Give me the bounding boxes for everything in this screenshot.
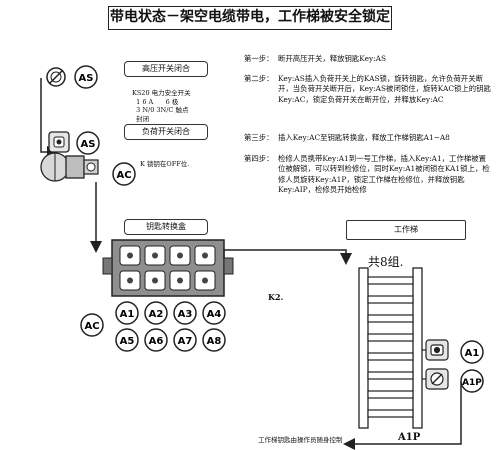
step-2: 第二步： Key:AS插入负荷开关上的KAS锁，旋转钥匙，允许负荷开关断开，当负荷…	[244, 74, 496, 105]
ladder-key-a1-label: A1	[465, 348, 480, 359]
page-title: 带电状态－架空电缆带电，工作梯被安全锁定	[108, 6, 392, 30]
key-a3: A3	[178, 309, 193, 320]
as-lock-icon	[46, 67, 66, 87]
key-lock-icon	[48, 131, 70, 153]
key-ac-label: AC	[116, 170, 131, 181]
step-4-text: 检修人员携带Key:A1到一号工作梯，插入Key:A1，工作梯被置位被解锁，可以…	[278, 154, 490, 195]
k-lock-note: K 锁钥在OFF位.	[140, 160, 190, 168]
step-2-label: 第二步：	[244, 74, 274, 83]
key-as-circle-2	[76, 131, 100, 155]
step-4: 第四步： 检修人员携带Key:A1到一号工作梯，插入Key:A1，工作梯被置位被解…	[244, 154, 496, 196]
ladder-count: 共8组.	[368, 255, 404, 269]
key-a4: A4	[207, 309, 222, 320]
k2-label: K2.	[268, 292, 284, 302]
step-1-label: 第一步：	[244, 54, 274, 63]
key-as-label: AS	[79, 73, 94, 84]
key-exchange-box	[102, 239, 234, 297]
step-1-text: 断开高压开关，释放钥匙Key:AS	[278, 54, 387, 63]
key-a5: A5	[120, 336, 135, 347]
key-exchange-box-label: 钥匙转换盒	[124, 219, 208, 235]
key-as-label-2: AS	[81, 139, 96, 150]
arrow-box-to-ladder	[223, 249, 352, 265]
step-3-label: 第三步：	[244, 133, 274, 142]
step-3-text: 插入Key:AC至钥匙转换盒，释放工作梯钥匙A1~A8	[278, 133, 450, 142]
work-ladder-box: 工作梯	[346, 220, 466, 240]
switch-spec-text: KS20 电力安全开关 1 6 A 6 极 3 N/0 3N/C 触点 封闭	[132, 89, 191, 123]
step-1: 第一步： 断开高压开关，释放钥匙Key:AS	[244, 54, 496, 64]
key-ac-circle	[112, 162, 136, 186]
work-ladder-icon	[358, 267, 423, 429]
a1p-bottom-label: A1P	[398, 432, 421, 443]
key-a6: A6	[149, 336, 164, 347]
ladder-key-a1p-label: A1P	[462, 378, 482, 388]
key-a2: A2	[149, 309, 164, 320]
ladder-key-a1p	[460, 369, 484, 393]
key-a7: A7	[178, 336, 193, 347]
key-ac-left: AC	[84, 321, 99, 332]
bottom-caption: 工作梯钥匙由操作员随身控制	[258, 436, 343, 444]
arrow-a1p-bottom	[343, 382, 462, 450]
load-switch-box: 负荷开关闭合	[124, 124, 208, 140]
key-a1: A1	[120, 309, 135, 320]
step-3: 第三步： 插入Key:AC至钥匙转换盒，释放工作梯钥匙A1~A8	[244, 133, 496, 143]
ladder-key-a1	[460, 340, 484, 364]
load-switch-icon	[40, 152, 99, 182]
key-as-circle	[74, 65, 98, 89]
high-voltage-switch-box: 高压开关闭合	[124, 61, 208, 77]
ladder-lock-icon	[425, 339, 449, 390]
step-2-text: Key:AS插入负荷开关上的KAS锁，旋转钥匙，允许负荷开关断开，当负荷开关断开…	[278, 74, 491, 104]
key-a8: A8	[207, 336, 222, 347]
step-4-label: 第四步：	[244, 154, 274, 163]
